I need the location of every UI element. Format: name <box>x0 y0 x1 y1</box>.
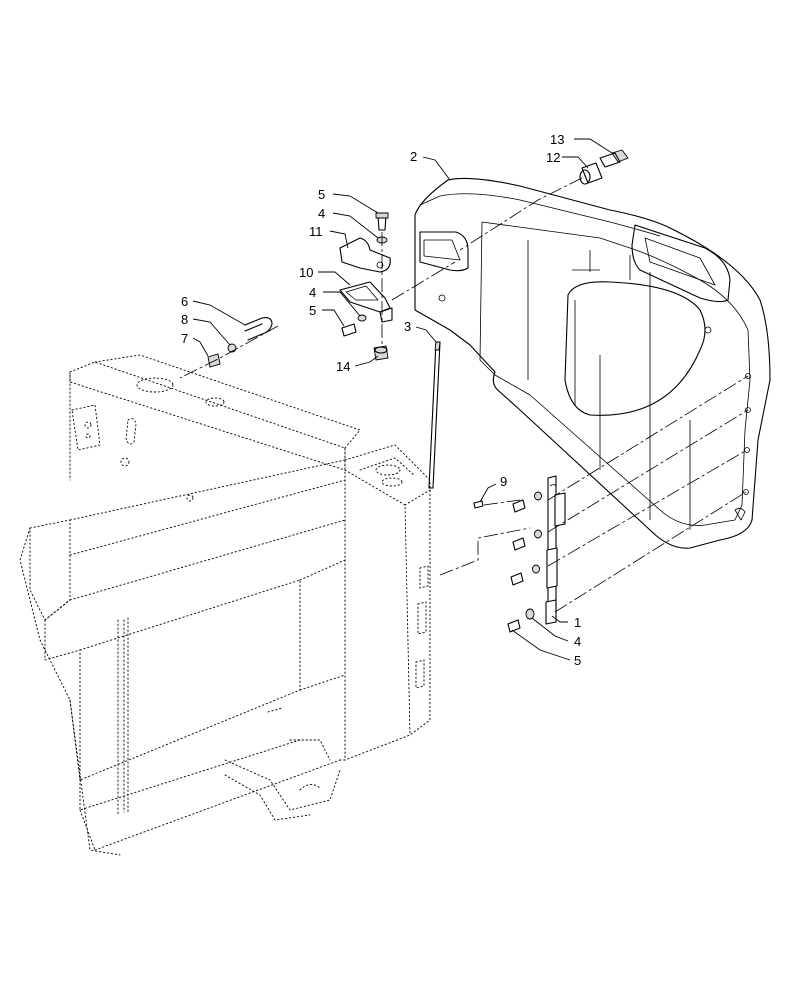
callout-12: 12 <box>546 150 560 165</box>
callout-5-mid: 5 <box>309 303 316 318</box>
callout-13: 13 <box>550 132 564 147</box>
callout-9: 9 <box>500 474 507 489</box>
hinge-assembly <box>545 475 566 625</box>
callout-7: 7 <box>181 331 188 346</box>
callout-11: 11 <box>309 224 323 239</box>
callout-4-top: 4 <box>318 206 325 221</box>
radiator-frame <box>19 354 431 856</box>
callout-14: 14 <box>336 359 350 374</box>
side-panel <box>414 177 771 549</box>
callout-10: 10 <box>299 265 313 280</box>
leader-lines <box>192 138 613 661</box>
callout-4-hinge: 4 <box>574 634 581 649</box>
callout-5-hinge: 5 <box>574 653 581 668</box>
assembly-centerlines <box>179 177 749 613</box>
callout-2: 2 <box>410 149 417 164</box>
support-rod <box>428 341 441 489</box>
callout-4-mid: 4 <box>309 285 316 300</box>
callout-3: 3 <box>404 319 411 334</box>
callout-6: 6 <box>181 294 188 309</box>
callout-labels: 1 2 3 4 4 4 5 5 5 6 7 8 9 10 11 12 13 14 <box>181 132 581 668</box>
callout-1: 1 <box>574 615 581 630</box>
callout-8: 8 <box>181 312 188 327</box>
fasteners <box>207 149 629 633</box>
callout-5-top: 5 <box>318 187 325 202</box>
